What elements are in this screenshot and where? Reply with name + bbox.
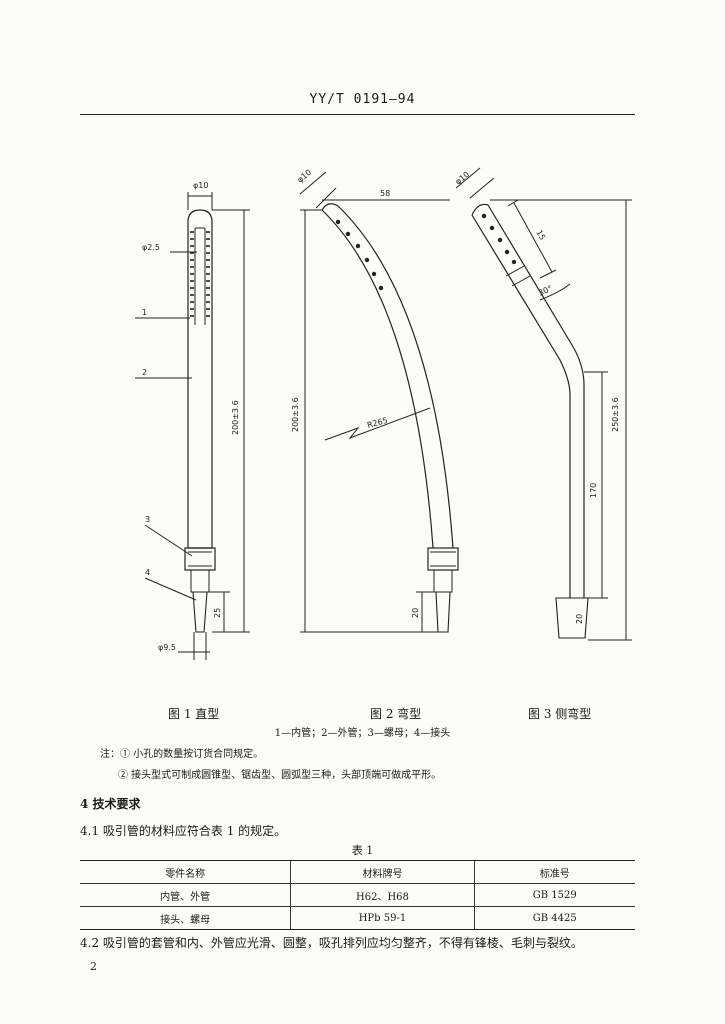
callout-3: 3: [145, 515, 150, 524]
fig1-hole-dia-label: φ2.5: [142, 243, 160, 252]
col-header-part-name: 零件名称: [80, 860, 291, 884]
section-4-title: 4 技术要求: [80, 797, 141, 811]
technical-drawings: φ10 φ2.5 200±3.6 25 φ9.5 1 2 3 4 φ10 58: [135, 167, 632, 660]
table-1-caption: 表 1: [351, 844, 374, 857]
clause-4-2: 4.2 吸引管的套管和内、外管应光滑、圆整，吸孔排列应均匀整齐，不得有锋棱、毛刺…: [80, 936, 583, 950]
perforation-hole: [489, 225, 495, 231]
figure-2-caption: 图 2 弯型: [370, 707, 422, 721]
perforation-hole: [511, 259, 517, 265]
fig3-lower-length-label: 170: [589, 483, 598, 498]
figure-2-drawing: [299, 171, 459, 633]
clause-4-1: 4.1 吸引管的材料应符合表 1 的规定。: [80, 824, 287, 838]
fig2-dia-top-label: φ10: [296, 168, 314, 185]
header-rule: [80, 114, 635, 115]
fig3-seg-length-label: 15: [534, 229, 547, 242]
fig3-tip-length-label: 20: [575, 614, 584, 624]
fig1-dia-top-label: φ10: [193, 181, 208, 190]
callout-1: 1: [142, 308, 147, 317]
table-header-row: 零件名称 材料牌号 标准号: [80, 860, 635, 884]
callout-4: 4: [145, 568, 150, 577]
table-cell: GB 4425: [473, 906, 635, 930]
callout-2: 2: [142, 368, 147, 377]
fig1-tip-dia-label: φ9.5: [158, 643, 176, 652]
table-cell: 内管、外管: [80, 883, 291, 907]
standard-number: YY/T 0191—94: [309, 92, 416, 107]
table-1: 零件名称 材料牌号 标准号 内管、外管 H62、H68 GB 1529 接头、螺…: [80, 860, 635, 930]
fig2-width-label: 58: [380, 189, 390, 198]
table-row: 内管、外管 H62、H68 GB 1529: [80, 883, 635, 907]
fig2-length-label: 200±3.6: [291, 397, 300, 432]
fig2-tip-length-label: 20: [411, 608, 420, 618]
table-cell: 接头、螺母: [80, 906, 291, 930]
table-cell: HPb 59-1: [290, 906, 475, 930]
figure-1-drawing: [135, 192, 250, 660]
table-cell: H62、H68: [290, 883, 475, 907]
perforation-hole: [364, 257, 370, 263]
figure-3-drawing: [455, 167, 632, 641]
perforation-hole: [497, 237, 503, 243]
figure-1-caption: 图 1 直型: [168, 707, 220, 721]
col-header-standard-no: 标准号: [473, 860, 635, 884]
perforation-hole: [481, 213, 487, 219]
table-row: 接头、螺母 HPb 59-1 GB 4425: [80, 906, 635, 930]
page-number: 2: [90, 960, 97, 973]
table-cell: GB 1529: [473, 883, 635, 907]
fig3-length-label: 250±3.6: [611, 397, 620, 432]
col-header-material-grade: 材料牌号: [290, 860, 475, 884]
figure-3-caption: 图 3 侧弯型: [528, 707, 592, 721]
fig1-tip-length-label: 25: [213, 608, 222, 618]
perforation-hole: [345, 231, 351, 237]
perforation-hole: [504, 249, 510, 255]
note-2: ② 接头型式可制成圆锥型、锯齿型、圆弧型三种，头部顶端可做成平形。: [118, 770, 442, 781]
perforation-hole: [355, 243, 361, 249]
perforation-hole: [371, 271, 377, 277]
figure-legend: 1—内管；2—外管；3—螺母；4—接头: [274, 728, 451, 739]
note-1: 注：① 小孔的数量按订货合同规定。: [100, 749, 264, 760]
perforation-hole: [335, 219, 341, 225]
fig3-dia-top-label: φ10: [454, 170, 472, 187]
fig1-length-label: 200±3.6: [231, 400, 240, 435]
perforation-hole: [378, 285, 384, 291]
